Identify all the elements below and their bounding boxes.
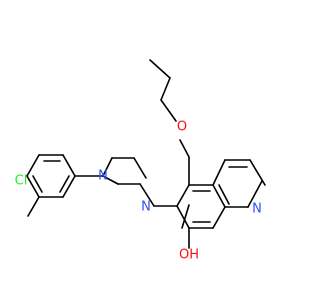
bond	[176, 184, 190, 207]
benzene-ring-quinoline	[176, 184, 226, 229]
propoxymethyl-chain	[149, 59, 190, 186]
bond	[179, 139, 190, 158]
quinoline-nitrogen-label: N	[252, 202, 262, 217]
bond	[62, 154, 76, 177]
bond	[26, 154, 40, 177]
bond	[59, 175, 70, 193]
piperazine-ring	[102, 157, 155, 207]
bond	[102, 157, 113, 177]
bond	[133, 157, 147, 179]
bond	[247, 180, 263, 208]
hydroxyl-label: OH	[179, 248, 199, 263]
bond	[218, 184, 230, 205]
bond	[62, 175, 76, 198]
bond	[32, 175, 43, 193]
bond	[212, 184, 226, 208]
pyridine-ring	[212, 159, 266, 208]
chlorophenyl-ring	[26, 154, 76, 198]
bond	[160, 77, 171, 101]
piperazine-n-aryl-label: N	[98, 169, 108, 184]
bond	[149, 59, 171, 79]
bond	[212, 206, 226, 229]
molecule-canvas: Cl N N O N OH	[14, 59, 266, 263]
chlorine-atom-label: Cl	[15, 174, 28, 189]
bond	[176, 205, 190, 229]
piperazine-n-alkyl-label: N	[141, 200, 151, 215]
bond	[181, 204, 190, 229]
bond	[26, 175, 40, 198]
bond	[139, 183, 155, 207]
chemical-structure-diagram: Cl N N O N OH	[15, 59, 266, 263]
ether-oxygen-label: O	[177, 120, 187, 135]
bond	[212, 159, 226, 186]
chlorine-bond	[27, 196, 40, 217]
bond	[102, 175, 119, 185]
bond	[160, 99, 177, 122]
